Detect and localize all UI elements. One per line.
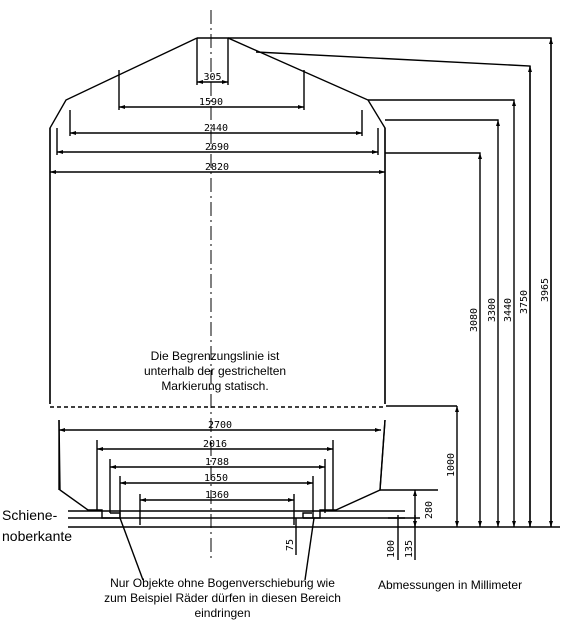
dim-280: 280 — [424, 501, 435, 519]
dim-135: 135 — [404, 540, 415, 558]
dim-1650: 1650 — [204, 473, 228, 484]
dim-2440: 2440 — [204, 123, 228, 134]
dim-1360: 1360 — [205, 490, 229, 501]
leader-line-right — [304, 517, 315, 581]
leader-line-left — [119, 517, 144, 581]
dim-2820: 2820 — [205, 162, 229, 173]
static-boundary-note: Die Begrenzungslinie ist unterhalb der g… — [143, 349, 287, 393]
dim-1788: 1788 — [205, 457, 229, 468]
rail-top-label: Schiene- noberkante — [2, 507, 73, 544]
dim-3750: 3750 — [519, 290, 530, 314]
dim-2016: 2016 — [203, 439, 227, 450]
dim-100: 100 — [386, 540, 397, 558]
dim-75: 75 — [285, 539, 296, 551]
dim-3080: 3080 — [469, 308, 480, 332]
dim-1590: 1590 — [199, 97, 223, 108]
dim-3965: 3965 — [540, 278, 551, 302]
wheel-zone-note: Nur Objekte ohne Bogenverschiebung wie z… — [104, 576, 341, 620]
units-note: Abmessungen in Millimeter — [378, 578, 523, 592]
dim-2690: 2690 — [205, 142, 229, 153]
dim-2700: 2700 — [208, 420, 232, 431]
dim-3300: 3300 — [487, 298, 498, 322]
dim-1000: 1000 — [446, 453, 457, 477]
dim-305: 305 — [203, 72, 221, 83]
dim-3440: 3440 — [503, 298, 514, 322]
